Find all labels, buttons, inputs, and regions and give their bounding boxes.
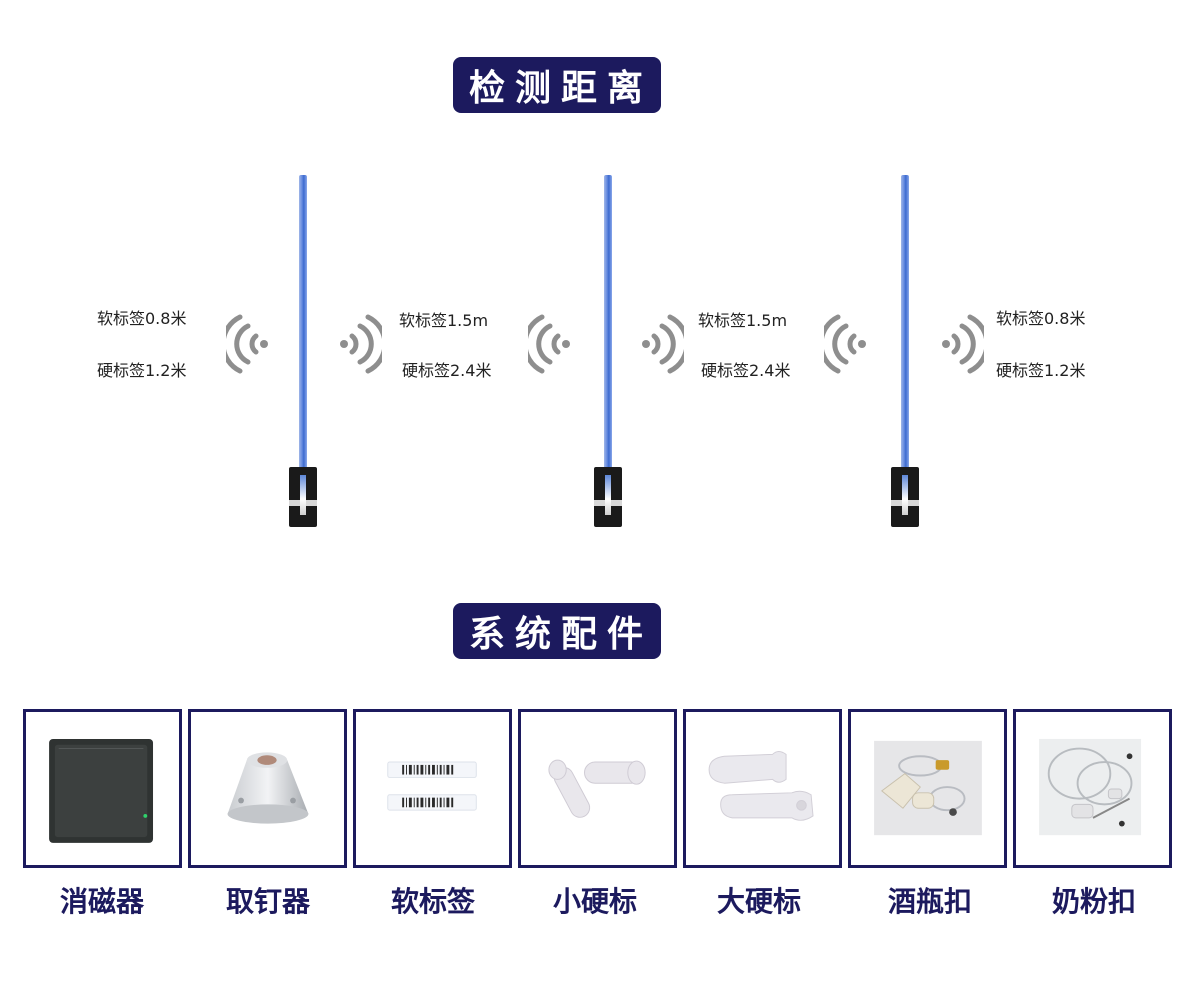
distance-right-soft: 软标签0.8米 bbox=[996, 309, 1086, 328]
detacher-icon bbox=[227, 752, 309, 824]
accessory-card-soft-label[interactable] bbox=[353, 709, 512, 868]
signal-right-icon bbox=[942, 314, 984, 374]
accessory-card-deactivator[interactable] bbox=[23, 709, 182, 868]
accessory-card-small-hard-tag[interactable] bbox=[518, 709, 677, 868]
small-hard-tag-icon bbox=[548, 759, 646, 818]
accessories-section-title: 系统配件 bbox=[453, 603, 661, 659]
distance-left-soft: 软标签0.8米 bbox=[97, 309, 187, 328]
distance-right-hard: 硬标签1.2米 bbox=[996, 361, 1086, 380]
large-hard-tag-icon bbox=[708, 750, 814, 821]
signal-right-icon bbox=[340, 314, 382, 374]
accessory-label-large-hard-tag: 大硬标 bbox=[716, 885, 801, 918]
deactivator-pad-icon bbox=[49, 738, 154, 843]
accessory-card-milk-powder-tag[interactable] bbox=[1013, 709, 1172, 868]
accessory-label-milk-powder-tag: 奶粉扣 bbox=[1051, 885, 1136, 918]
distance-left-hard: 硬标签1.2米 bbox=[97, 361, 187, 380]
signal-right-icon bbox=[642, 314, 684, 374]
soft-label-icon bbox=[387, 761, 477, 811]
bottle-tag-icon bbox=[874, 740, 982, 836]
accessory-label-soft-label: 软标签 bbox=[390, 885, 475, 918]
distance-mid1-hard: 硬标签2.4米 bbox=[402, 361, 492, 380]
signal-left-icon bbox=[226, 314, 268, 374]
accessory-card-detacher[interactable] bbox=[188, 709, 347, 868]
accessory-card-bottle-tag[interactable] bbox=[848, 709, 1007, 868]
accessory-label-bottle-tag: 酒瓶扣 bbox=[887, 885, 972, 918]
antenna-pole-2 bbox=[590, 175, 630, 530]
accessory-label-detacher: 取钉器 bbox=[225, 885, 310, 918]
accessory-label-small-hard-tag: 小硬标 bbox=[552, 885, 637, 918]
distance-mid2-soft: 软标签1.5m bbox=[698, 311, 788, 330]
signal-left-icon bbox=[528, 314, 570, 374]
accessory-label-deactivator: 消磁器 bbox=[59, 885, 144, 918]
distance-mid2-hard: 硬标签2.4米 bbox=[701, 361, 791, 380]
distance-mid1-soft: 软标签1.5m bbox=[399, 311, 489, 330]
antenna-pole-3 bbox=[887, 175, 927, 530]
accessory-card-large-hard-tag[interactable] bbox=[683, 709, 842, 868]
signal-left-icon bbox=[824, 314, 866, 374]
antenna-pole-1 bbox=[285, 175, 325, 530]
milk-powder-tag-icon bbox=[1039, 738, 1142, 836]
distance-section-title: 检测距离 bbox=[453, 57, 661, 113]
